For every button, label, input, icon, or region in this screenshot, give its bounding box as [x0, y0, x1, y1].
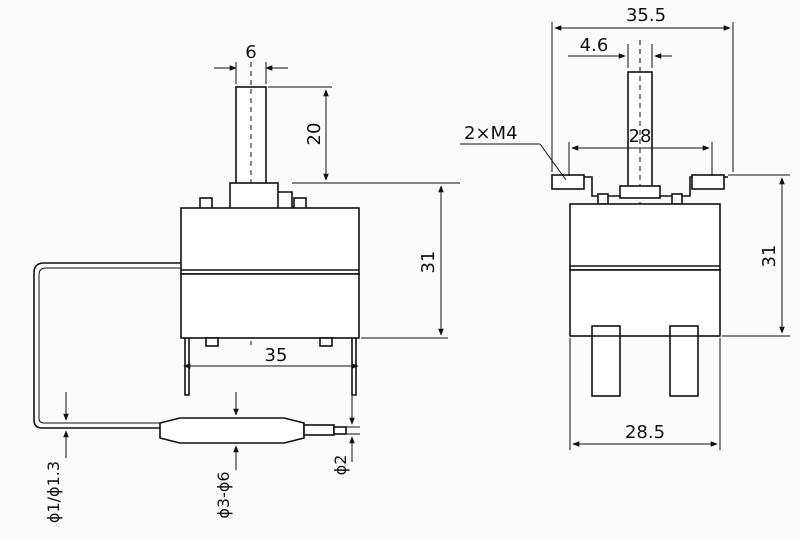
front-view — [551, 40, 728, 397]
front-dimensions — [460, 22, 790, 450]
terminal-left — [591, 325, 621, 397]
dim-mount-hole-spacing: 28 — [629, 126, 652, 147]
side-dimensions — [58, 62, 460, 470]
dim-shaft-width: 6 — [245, 42, 256, 63]
front-labels: 35.5 4.6 28 2×M4 31 28.5 — [464, 5, 780, 443]
dim-tip-diameter: ϕ2 — [331, 455, 350, 476]
dim-overall-width: 35.5 — [626, 5, 666, 26]
mount-ear-right — [691, 174, 725, 190]
side-body-upper — [180, 207, 360, 275]
capillary-tube — [33, 262, 181, 429]
dim-terminal-span: 28.5 — [625, 422, 665, 443]
sensor-bulb — [159, 417, 305, 444]
dim-body-height-right: 31 — [759, 245, 780, 268]
dim-bulb-diameter: ϕ3-ϕ6 — [214, 471, 233, 518]
dim-body-height-left: 31 — [418, 251, 439, 274]
dim-shaft-height: 20 — [304, 123, 325, 146]
side-bracket — [229, 182, 279, 210]
terminal-right — [669, 325, 699, 397]
mount-ear-left — [551, 174, 585, 190]
dim-capillary-diameter: ϕ1/ϕ1.3 — [44, 461, 63, 523]
side-body-lower — [180, 273, 360, 339]
side-view — [33, 62, 360, 444]
dim-body-width-left: 35 — [265, 345, 288, 366]
front-body-upper — [569, 203, 721, 271]
dim-shaft-offset: 4.6 — [580, 35, 609, 56]
dim-mount-screws: 2×M4 — [464, 123, 518, 144]
side-labels: 6 20 31 35 ϕ1/ϕ1.3 ϕ3-ϕ6 ϕ2 — [44, 42, 439, 523]
front-body-lower — [569, 269, 721, 337]
